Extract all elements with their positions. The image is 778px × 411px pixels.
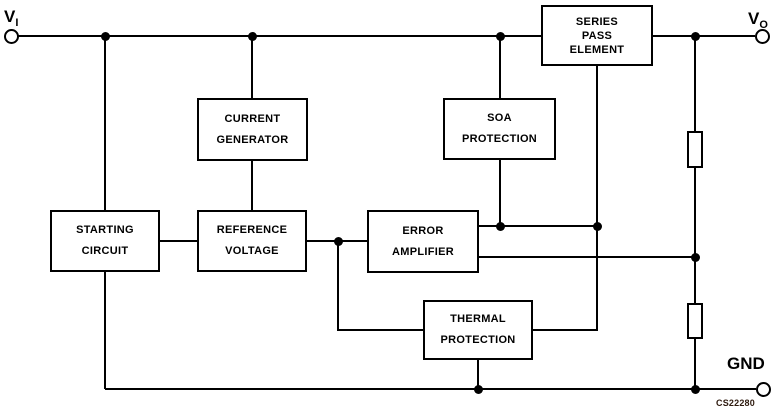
block-thermal-protection-line2: PROTECTION — [440, 334, 516, 346]
input-terminal-circle — [3, 28, 19, 44]
wire-rail-to-upper-resistor — [694, 36, 696, 131]
junction-dot-reference-node — [333, 236, 343, 246]
block-series-pass-line2: PASS — [581, 29, 613, 42]
junction-dot-input-starting — [100, 31, 110, 41]
block-reference-voltage-line2: VOLTAGE — [225, 245, 279, 257]
junction-dot-output-divider — [690, 31, 700, 41]
junction-dot-divider-ground — [690, 384, 700, 394]
ground-terminal-circle — [755, 381, 771, 397]
block-soa-protection-line2: PROTECTION — [461, 133, 538, 145]
wire-series-pass-drive — [596, 66, 598, 330]
output-terminal-circle — [754, 28, 770, 44]
wire-rail-to-starting-circuit — [104, 36, 106, 210]
block-reference-voltage-line1: REFERENCE — [216, 224, 288, 236]
wire-starting-circuit-to-ground — [104, 272, 106, 389]
junction-dot-input-currentgen — [247, 31, 257, 41]
block-series-pass-line3: ELEMENT — [569, 43, 625, 56]
block-current-generator-line2: GENERATOR — [216, 133, 289, 146]
wire-ground-rail — [105, 388, 756, 390]
junction-dot-drive-node — [592, 221, 602, 231]
block-starting-circuit-line2: CIRCUIT — [81, 245, 129, 257]
ground-terminal-label: GND — [727, 354, 765, 373]
input-terminal-symbol: V — [4, 7, 16, 26]
junction-dot-divider-mid — [690, 252, 700, 262]
wire-rail-to-current-generator — [251, 36, 253, 98]
block-starting-circuit-line1: STARTING — [76, 224, 134, 236]
resistor-upper-icon — [687, 131, 703, 168]
wire-current-gen-to-reference — [251, 161, 253, 210]
block-thermal-protection-line1: THERMAL — [450, 313, 506, 325]
wire-reference-node-to-thermal — [337, 241, 339, 330]
block-error-amplifier-line2: AMPLIFIER — [392, 245, 454, 258]
figure-code: CS22280 — [716, 398, 755, 408]
wire-divider-mid-segment — [694, 168, 696, 303]
wire-error-amp-feedback — [479, 256, 695, 258]
block-soa-protection-line1: SOA — [487, 112, 512, 124]
junction-dot-thermal-ground — [473, 384, 483, 394]
block-series-pass-line1: SERIES — [575, 15, 619, 28]
block-error-amplifier-line1: ERROR — [402, 224, 444, 237]
wire-input-rail-left — [18, 35, 541, 37]
wire-thermal-left-link — [337, 329, 424, 331]
input-terminal-subscript: I — [15, 17, 19, 29]
block-starting-circuit: STARTING CIRCUIT — [50, 210, 160, 272]
output-terminal-subscript: O — [759, 19, 768, 31]
block-reference-voltage: REFERENCE VOLTAGE — [197, 210, 307, 272]
output-terminal-label: VO — [748, 9, 768, 31]
input-terminal-label: VI — [4, 7, 19, 29]
resistor-lower-icon — [687, 303, 703, 339]
wire-rail-to-soa-protection — [499, 36, 501, 98]
wire-starting-to-reference — [160, 240, 197, 242]
junction-dot-input-soa — [495, 31, 505, 41]
block-current-generator-line1: CURRENT — [224, 112, 281, 125]
wire-soa-to-error-amp-line — [499, 160, 501, 226]
output-terminal-symbol: V — [748, 9, 760, 28]
wire-thermal-right-link — [533, 329, 598, 331]
block-thermal-protection: THERMAL PROTECTION — [423, 300, 533, 360]
block-soa-protection: SOA PROTECTION — [443, 98, 556, 160]
wire-output-rail-right — [653, 35, 755, 37]
block-current-generator: CURRENT GENERATOR — [197, 98, 308, 161]
block-error-amplifier: ERROR AMPLIFIER — [367, 210, 479, 273]
wire-thermal-to-ground — [477, 360, 479, 389]
wire-divider-to-ground — [694, 339, 696, 389]
junction-dot-soa-erroramp — [495, 221, 505, 231]
wire-error-amp-upper-output — [479, 225, 598, 227]
block-series-pass-element: SERIES PASS ELEMENT — [541, 5, 653, 66]
